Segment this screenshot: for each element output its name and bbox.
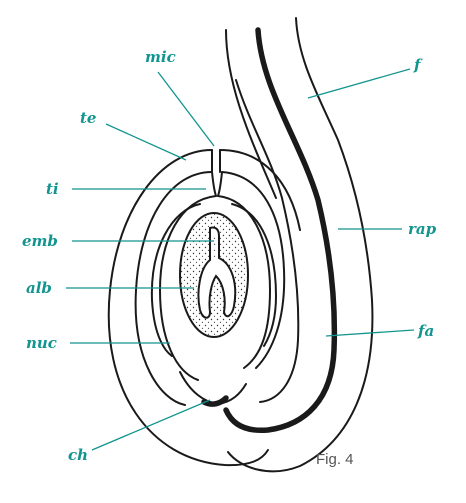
inner-integument-right xyxy=(221,171,286,369)
label-ch: ch xyxy=(68,446,88,464)
label-emb: emb xyxy=(22,232,58,250)
label-rap: rap xyxy=(408,220,437,238)
label-nuc: nuc xyxy=(26,334,57,352)
nucellus-inner xyxy=(150,203,201,357)
nucellus-inner-right xyxy=(231,203,277,347)
raphe-inner-wall xyxy=(235,79,300,403)
embryo-axis xyxy=(213,234,216,258)
leader-mic xyxy=(157,71,215,147)
label-mic: mic xyxy=(145,48,176,66)
label-alb: alb xyxy=(26,279,52,297)
leader-fa xyxy=(325,329,415,337)
chalaza-bundle xyxy=(201,395,229,407)
outer-integument xyxy=(107,149,269,467)
inner-integument xyxy=(134,171,213,406)
figure-caption: Fig. 4 xyxy=(316,451,354,468)
label-fa: fa xyxy=(417,322,434,340)
outer-integument-right xyxy=(219,149,301,231)
leader-f xyxy=(307,68,411,99)
label-ti: ti xyxy=(46,180,59,198)
raphe-bundle xyxy=(223,27,338,434)
leader-ch xyxy=(91,399,211,451)
label-te: te xyxy=(80,109,96,127)
micropyle-canal xyxy=(211,149,223,197)
funiculus-left-wall xyxy=(225,29,277,199)
funiculus-right-wall xyxy=(227,17,374,473)
leader-te xyxy=(105,123,187,161)
label-f: f xyxy=(413,56,423,74)
embryo xyxy=(197,226,237,319)
